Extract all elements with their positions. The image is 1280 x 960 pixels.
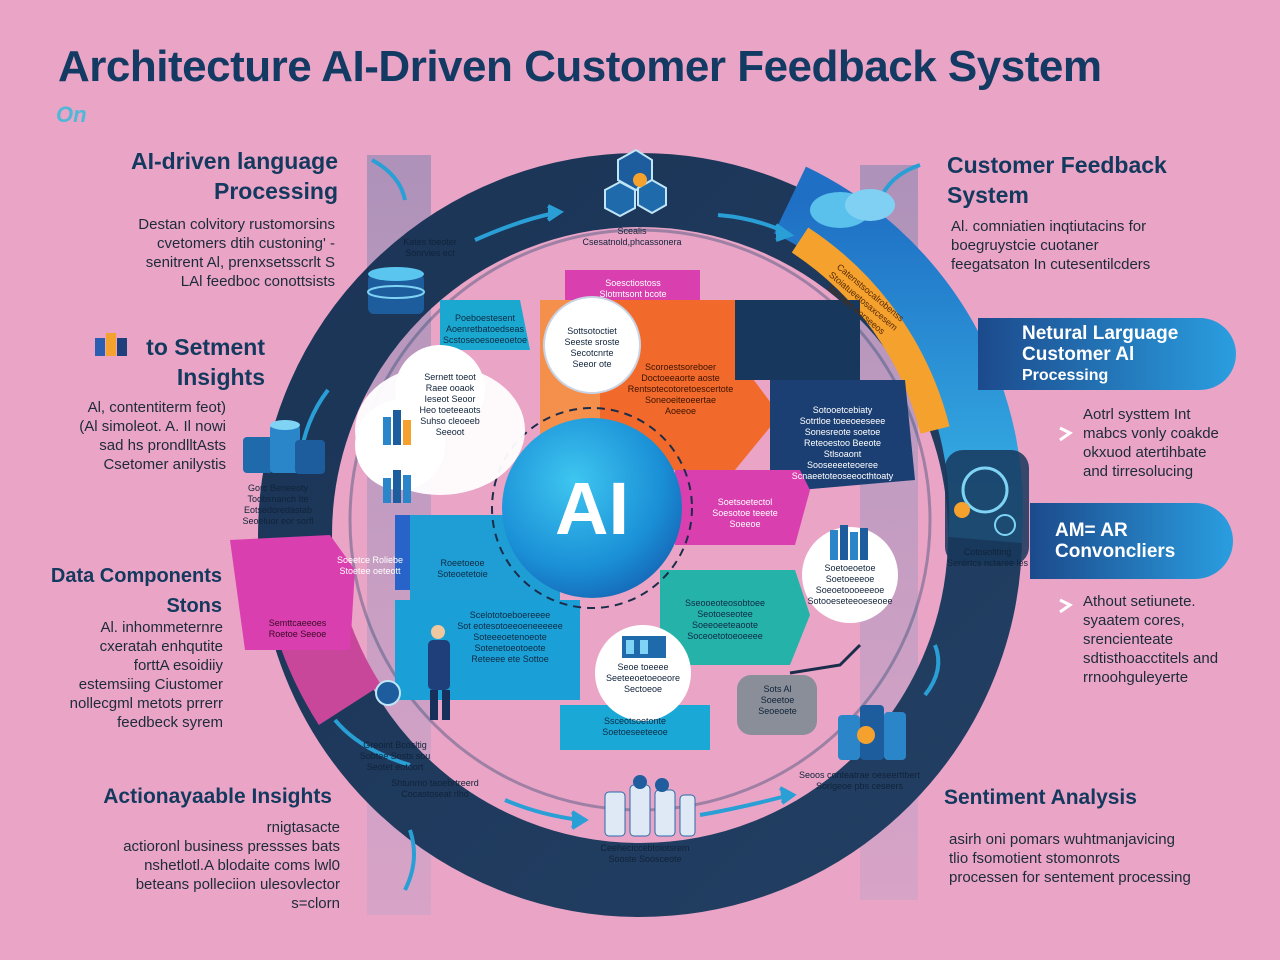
circle-node-top <box>543 296 641 394</box>
ai-center-label: AI <box>555 467 629 550</box>
people-icon-left <box>95 333 127 356</box>
segment-magenta-right <box>675 470 810 545</box>
bar-chart-icon-left <box>383 410 411 503</box>
page-title: Architecture AI-Driven Customer Feedback… <box>58 42 1102 91</box>
page-subtitle: On <box>56 102 87 127</box>
segment-green-right <box>660 570 810 665</box>
left-section-2-text: Al, contentiterm feot)(Al simoleot. A. I… <box>79 399 226 473</box>
circle-node-right <box>802 527 898 623</box>
segment-navy-right <box>770 380 915 490</box>
database-icon-left <box>243 420 325 474</box>
network-icon-top <box>604 148 667 218</box>
circle-node-bottom <box>595 625 691 721</box>
right-section-4-title: Sentiment Analysis <box>944 786 1137 809</box>
segment-navy-top-right <box>735 300 860 380</box>
segment-cyan-bottom-2 <box>560 705 710 750</box>
cloud-icon-right <box>810 189 895 228</box>
bar-chart-icon-right <box>830 525 868 560</box>
person-icon <box>428 625 450 720</box>
segment-gray-right <box>737 675 817 735</box>
database-icon-bottom <box>604 775 696 837</box>
database-icon-bottom-right <box>838 705 906 760</box>
right-section-3-text: Athout setiunete.syaatem cores, srencien… <box>1083 593 1219 686</box>
gear-circuit-icon-right <box>945 450 1029 565</box>
ai-center-circle <box>502 418 682 598</box>
server-icon-bottom <box>622 636 666 658</box>
segment-magenta-left <box>230 535 355 650</box>
segment-teal-top-left <box>440 300 530 350</box>
pill-nlp <box>978 318 1236 390</box>
database-icon-top-left <box>367 267 425 314</box>
segment-magenta-top <box>565 270 700 300</box>
brain-icon-bottom-left <box>375 680 401 706</box>
trend-arrow-icon <box>789 643 862 675</box>
left-section-4-title: Actionayaable Insights <box>103 785 332 808</box>
ring-orange-band <box>791 227 950 434</box>
pill-converters <box>1030 503 1233 579</box>
